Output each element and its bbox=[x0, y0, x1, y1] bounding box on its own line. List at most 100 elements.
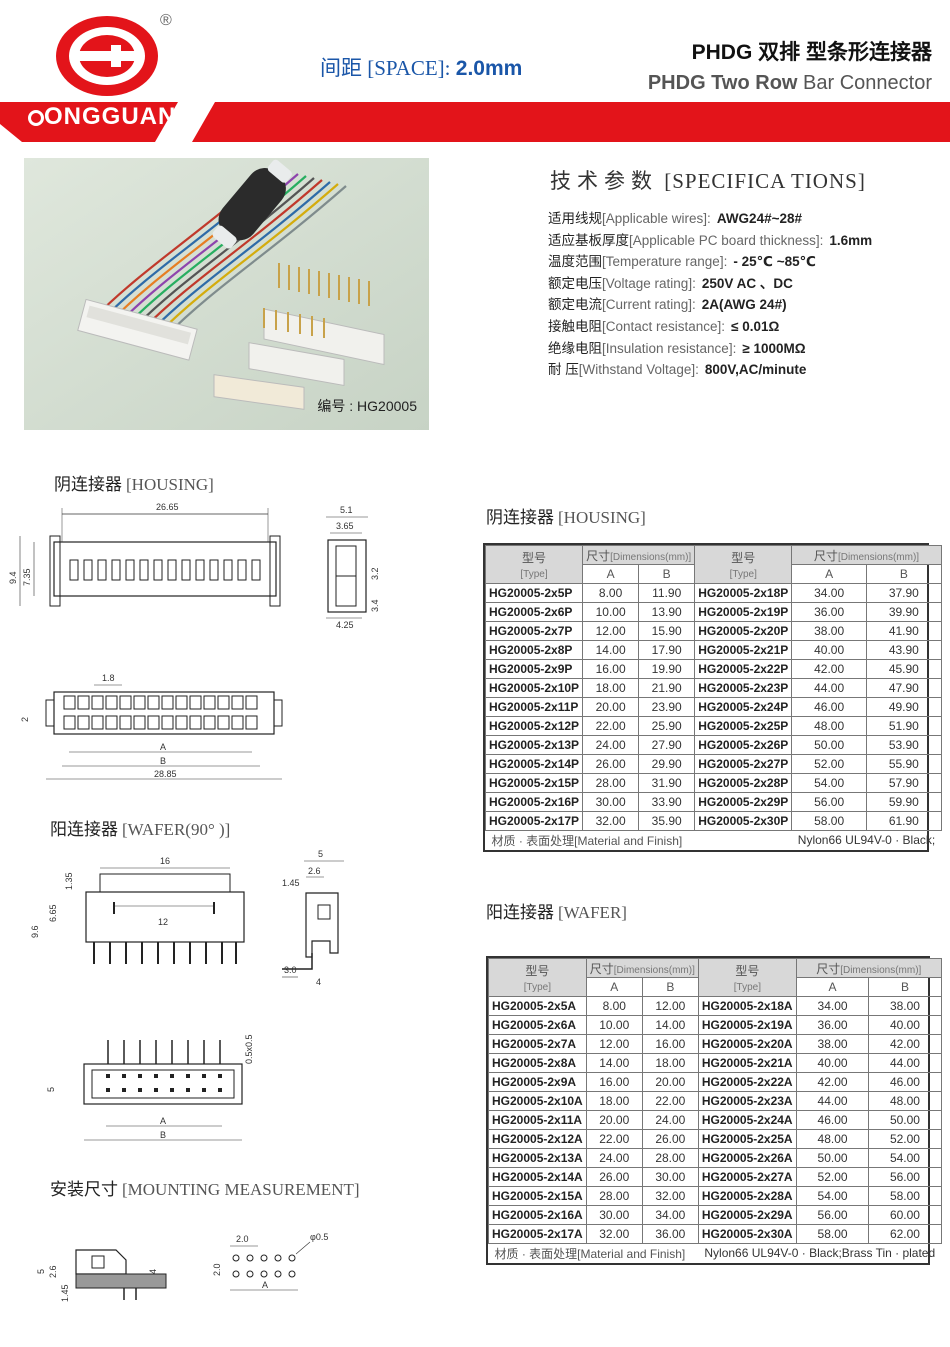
housing-footer-en: [Material and Finish] bbox=[574, 833, 683, 848]
dim-a-cell: 20.00 bbox=[582, 697, 640, 717]
dim-b-cell: 46.00 bbox=[868, 1072, 942, 1092]
brand-name: ONGGUANG bbox=[28, 103, 196, 131]
dim-a-cell: 12.00 bbox=[582, 621, 640, 641]
dim-b-cell: 50.00 bbox=[868, 1110, 942, 1130]
wafer-side-drawing: 5 2.6 1.45 3.0 4 bbox=[282, 849, 344, 987]
section-label-cn: 阳连接器 bbox=[50, 820, 118, 839]
dim-wafer-b-label: B bbox=[160, 1130, 166, 1140]
type-cell: HG20005-2x19P bbox=[694, 602, 793, 622]
dim-b-cell: 36.00 bbox=[641, 1224, 699, 1244]
dim-b-cell: 62.00 bbox=[868, 1224, 942, 1244]
dim-side-h2-label: 3.4 bbox=[370, 599, 380, 612]
dim-a-cell: 44.00 bbox=[795, 1091, 870, 1111]
pitch-label-en: [SPACE]: bbox=[367, 56, 451, 80]
dim-a-cell: 50.00 bbox=[791, 735, 867, 755]
dim-a-cell: 50.00 bbox=[795, 1148, 870, 1168]
dim-b-cell: 37.90 bbox=[865, 583, 942, 603]
type-cell: HG20005-2x7P bbox=[484, 621, 584, 641]
dim-wafer-top-h-label: 5 bbox=[46, 1087, 56, 1092]
type-cell: HG20005-2x22P bbox=[694, 659, 793, 679]
dim-b-cell: 34.00 bbox=[641, 1205, 699, 1225]
dim-b-cell: 45.90 bbox=[865, 659, 942, 679]
pitch-value: 2.0mm bbox=[455, 57, 523, 80]
wafer-dim-header-cn-2: 尺寸 bbox=[816, 961, 841, 976]
dim-b-cell: 48.00 bbox=[868, 1091, 942, 1111]
type-cell: HG20005-2x15A bbox=[488, 1186, 587, 1206]
dim-a-cell: 22.00 bbox=[585, 1129, 643, 1149]
dim-wafer-h3-label: 9.6 bbox=[30, 925, 40, 938]
dim-a-cell: 52.00 bbox=[795, 1167, 870, 1187]
spec-label-en: [Current rating]: bbox=[602, 297, 696, 313]
dim-mount-h3-label: 1.45 bbox=[60, 1284, 70, 1302]
dim-b-cell: 21.90 bbox=[638, 678, 696, 698]
dim-b-cell: 31.90 bbox=[638, 773, 696, 793]
dim-wafer-inner-label: 12 bbox=[158, 917, 168, 927]
dim-b-cell: 60.00 bbox=[868, 1205, 942, 1225]
section-label-en: [WAFER] bbox=[558, 903, 627, 922]
type-cell: HG20005-2x18A bbox=[697, 996, 797, 1016]
type-cell: HG20005-2x15P bbox=[484, 773, 584, 793]
dim-b-cell: 40.00 bbox=[868, 1015, 942, 1035]
type-cell: HG20005-2x20A bbox=[697, 1034, 797, 1054]
dim-b-cell: 54.00 bbox=[868, 1148, 942, 1168]
dim-b-cell: 23.90 bbox=[638, 697, 696, 717]
type-cell: HG20005-2x5A bbox=[488, 996, 587, 1016]
dim-a-cell: 36.00 bbox=[791, 602, 867, 622]
spec-title: 技术参数 [SPECIFICA TIONS] bbox=[550, 165, 866, 195]
dim-b-cell: 56.00 bbox=[868, 1167, 942, 1187]
spec-label-cn: 适用线规 bbox=[548, 211, 602, 226]
dim-top-h-label: 2 bbox=[20, 717, 30, 722]
dim-a-cell: 32.00 bbox=[585, 1224, 643, 1244]
type-cell: HG20005-2x26P bbox=[694, 735, 793, 755]
type-cell: HG20005-2x18P bbox=[694, 583, 793, 603]
dim-a-cell: 8.00 bbox=[585, 996, 643, 1016]
spec-label-cn: 适应基板厚度 bbox=[548, 232, 629, 248]
dim-a-cell: 28.00 bbox=[585, 1186, 643, 1206]
spec-value: 250V AC 、DC bbox=[701, 275, 793, 291]
registered-mark: ® bbox=[160, 12, 172, 29]
dim-b-cell: 16.00 bbox=[641, 1034, 699, 1054]
company-logo-icon bbox=[56, 16, 158, 96]
dim-mount-h2-label: 2.6 bbox=[48, 1265, 58, 1278]
type-cell: HG20005-2x13P bbox=[484, 735, 584, 755]
dim-a-cell: 26.00 bbox=[585, 1167, 643, 1187]
spec-label-cn: 温度范围 bbox=[548, 254, 602, 270]
dim-b-cell: 30.00 bbox=[641, 1167, 699, 1187]
dim-a-cell: 14.00 bbox=[585, 1053, 643, 1073]
spec-label-en: [Contact resistance]: bbox=[602, 318, 726, 334]
housing-type-header-en-2: [Type] bbox=[729, 569, 757, 580]
dim-b-cell: 19.90 bbox=[638, 659, 696, 679]
dim-a-cell: 38.00 bbox=[795, 1034, 870, 1054]
housing-type-header-cn-2: 型号 bbox=[731, 551, 756, 565]
housing-col-b-2: B bbox=[865, 564, 942, 584]
dim-a-cell: 24.00 bbox=[585, 1148, 643, 1168]
type-cell: HG20005-2x7A bbox=[488, 1034, 587, 1054]
type-cell: HG20005-2x27A bbox=[697, 1167, 797, 1187]
type-cell: HG20005-2x25A bbox=[697, 1129, 797, 1149]
dim-a-cell: 30.00 bbox=[582, 792, 640, 812]
spec-value: - 25℃ ~85℃ bbox=[733, 254, 816, 270]
dim-a-cell: 22.00 bbox=[582, 716, 640, 736]
type-cell: HG20005-2x10P bbox=[484, 678, 584, 698]
dim-b-cell: 53.90 bbox=[865, 735, 942, 755]
dim-a-cell: 12.00 bbox=[585, 1034, 643, 1054]
dim-b-cell: 59.90 bbox=[865, 792, 942, 812]
type-cell: HG20005-2x30P bbox=[694, 811, 793, 831]
type-cell: HG20005-2x22A bbox=[697, 1072, 797, 1092]
spec-list: 适用线规[Applicable wires]:AWG24#~28# 适应基板厚度… bbox=[548, 208, 938, 381]
dim-a-cell: 46.00 bbox=[791, 697, 867, 717]
spec-label-en: [Temperature range]: bbox=[602, 254, 728, 270]
dim-wafer-width-label: 16 bbox=[160, 856, 170, 866]
spec-row: 适用线规[Applicable wires]:AWG24#~28# bbox=[548, 208, 938, 230]
dim-a-cell: 16.00 bbox=[582, 659, 640, 679]
housing-dim-header-en: [Dimensions(mm)] bbox=[610, 551, 692, 563]
dim-pitch-label: 1.8 bbox=[102, 673, 115, 683]
product-title-prefix: PHDG bbox=[691, 41, 753, 64]
wafer-col-a-2: A bbox=[795, 977, 870, 997]
